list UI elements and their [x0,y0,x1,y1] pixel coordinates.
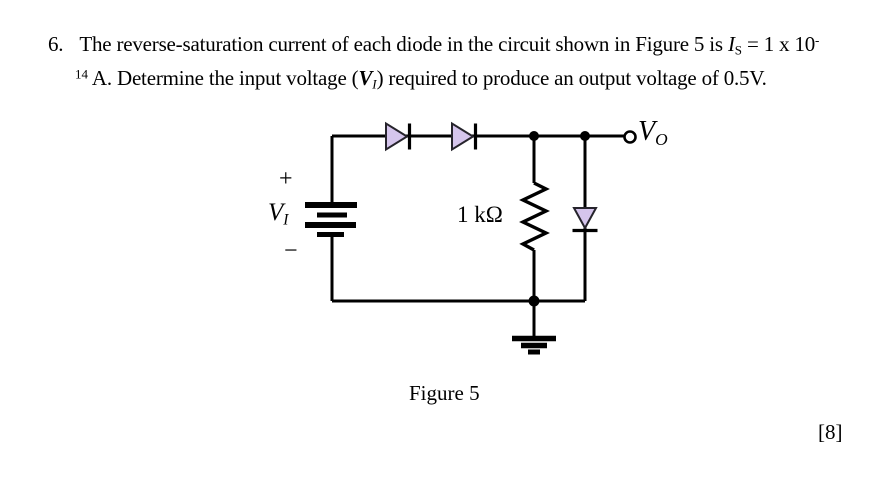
output-voltage-label: VO [638,116,668,150]
battery-symbol [305,202,357,237]
marks-badge: [8] [818,420,843,444]
problem-line2-body-end: ) required to produce an output voltage … [376,66,767,90]
output-terminal-circle [623,130,637,144]
ground-symbol [512,335,556,355]
output-voltage-subscript: O [655,129,668,149]
resistor-zigzag [519,181,550,252]
diode-d3 [572,207,598,233]
resistor-value-label: 1 kΩ [457,202,503,227]
problem-text-line2: 14 A. Determine the input voltage (VI) r… [75,66,767,93]
source-minus-sign: − [284,238,298,264]
junction-dot-bottom [528,295,540,307]
junction-dot-diode-top [580,131,590,141]
question-number: 6. [48,32,64,56]
source-voltage-symbol: V [268,199,284,226]
problem-line1-body: The reverse-saturation current of each d… [79,32,728,56]
diode-d2-triangle [451,121,475,152]
figure-caption: Figure 5 [409,381,480,405]
source-plus-sign: + [279,166,293,192]
exponent-minus-sign: - [815,32,820,48]
output-voltage-symbol: V [638,116,656,147]
diode-d1-triangle [385,121,409,152]
problem-text-line1: 6. The reverse-saturation current of each… [48,32,819,59]
circuit-wires [330,134,624,336]
input-voltage-subscript: I [372,76,377,92]
input-voltage-symbol: V [358,66,373,90]
diode-d1 [385,121,412,152]
exponent-value: 14 [75,66,89,82]
saturation-current-symbol: I [727,32,735,56]
problem-line2-body-start: A. Determine the input voltage ( [88,66,359,90]
saturation-current-subscript: S [734,42,742,58]
problem-line1-equation: = 1 x 10 [742,32,816,56]
source-voltage-label: VI [268,199,288,229]
diode-d3-triangle [572,207,598,231]
junction-dot-resistor-top [529,131,539,141]
source-voltage-subscript: I [283,211,289,229]
diode-d2 [451,121,478,152]
circuit-diagram [305,121,637,355]
